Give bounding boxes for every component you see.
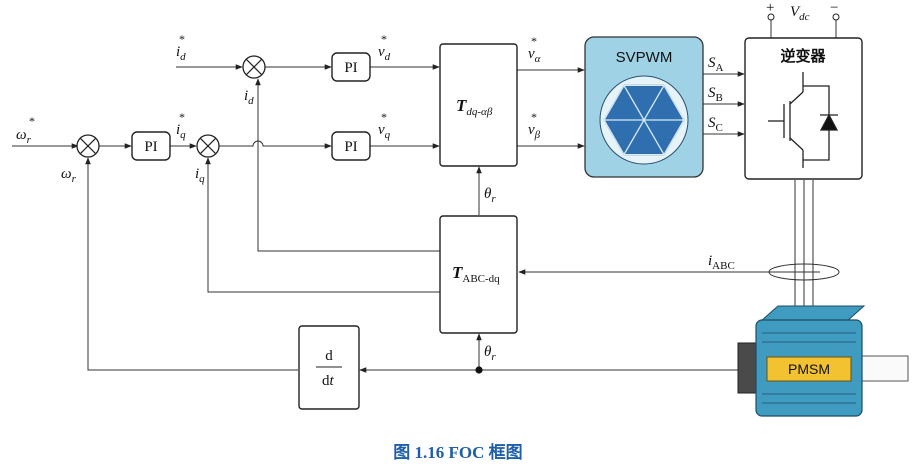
inverter-block: 逆变器	[744, 37, 863, 180]
pi-label-d: PI	[344, 60, 357, 76]
svg-text:TABC-dq: TABC-dq	[452, 263, 500, 285]
sum-junction-d	[242, 55, 266, 79]
label-omega-fb: ωr	[61, 166, 77, 185]
star-iq-ref: *	[179, 110, 185, 124]
igbt-icon	[768, 72, 839, 168]
label-vq-ref: vq	[378, 122, 391, 141]
derivative-block: d dt	[298, 325, 360, 410]
signal-labels: ωr * ωr iq * iq id * id vd * vq * vα * v…	[16, 0, 838, 363]
park-inverse-block: Tdq-αβ	[439, 43, 518, 167]
star-vbeta-ref: *	[531, 110, 537, 124]
pi-block-speed: PI	[131, 131, 171, 161]
pi-block-d: PI	[331, 52, 371, 82]
label-id-ref: id	[176, 44, 186, 63]
svpwm-block: SVPWM	[584, 36, 704, 178]
label-sb: SB	[708, 85, 723, 104]
label-omega-ref: ωr	[16, 127, 32, 146]
figure-caption: 图 1.16 FOC 框图	[393, 442, 522, 462]
derivative-den-t: t	[330, 373, 335, 389]
park-transform-block: TABC-dq	[439, 215, 518, 334]
motor-endcap	[737, 342, 759, 394]
pi-label-speed: PI	[144, 139, 157, 155]
sum-junction-q	[196, 134, 220, 158]
svg-text:Tdq-αβ: Tdq-αβ	[456, 96, 493, 118]
sum-junction-speed	[76, 134, 100, 158]
t-abc-label: T	[452, 263, 463, 282]
label-sa: SA	[708, 55, 724, 74]
star-vd-ref: *	[381, 32, 387, 46]
label-id-fb: id	[244, 88, 254, 107]
label-valpha-ref: vα	[528, 46, 541, 65]
svpwm-hexagon-icon	[599, 75, 689, 165]
label-theta-lower: θr	[484, 344, 496, 363]
label-vd-ref: vd	[378, 44, 391, 63]
pmsm-motor: PMSM	[737, 305, 909, 417]
label-sc: SC	[708, 115, 723, 134]
label-minus: −	[830, 0, 838, 16]
star-valpha-ref: *	[531, 34, 537, 48]
motor-shaft	[861, 355, 909, 382]
derivative-numerator: d	[325, 348, 333, 364]
label-vdc: Vdc	[790, 4, 810, 23]
svg-text:dt: dt	[322, 373, 335, 389]
label-plus: +	[766, 0, 774, 16]
pmsm-label: PMSM	[788, 361, 830, 377]
t-abc-sub: ABC-dq	[462, 273, 500, 285]
svpwm-label: SVPWM	[616, 49, 673, 66]
pi-block-q: PI	[331, 131, 371, 161]
star-omega-ref: *	[29, 114, 35, 128]
t-dq-label: T	[456, 96, 467, 115]
t-dq-sub: dq-αβ	[466, 106, 492, 118]
label-theta-upper: θr	[484, 186, 496, 205]
star-id-ref: *	[179, 32, 185, 46]
label-iabc: iABC	[708, 253, 735, 272]
derivative-den-d: d	[322, 373, 330, 389]
label-iq-ref: iq	[176, 122, 186, 141]
signal-wires	[12, 13, 840, 374]
label-vbeta-ref: vβ	[528, 122, 541, 141]
star-vq-ref: *	[381, 110, 387, 124]
label-iq-fb: iq	[195, 166, 205, 185]
pi-label-q: PI	[344, 139, 357, 155]
inverter-label: 逆变器	[780, 47, 826, 65]
